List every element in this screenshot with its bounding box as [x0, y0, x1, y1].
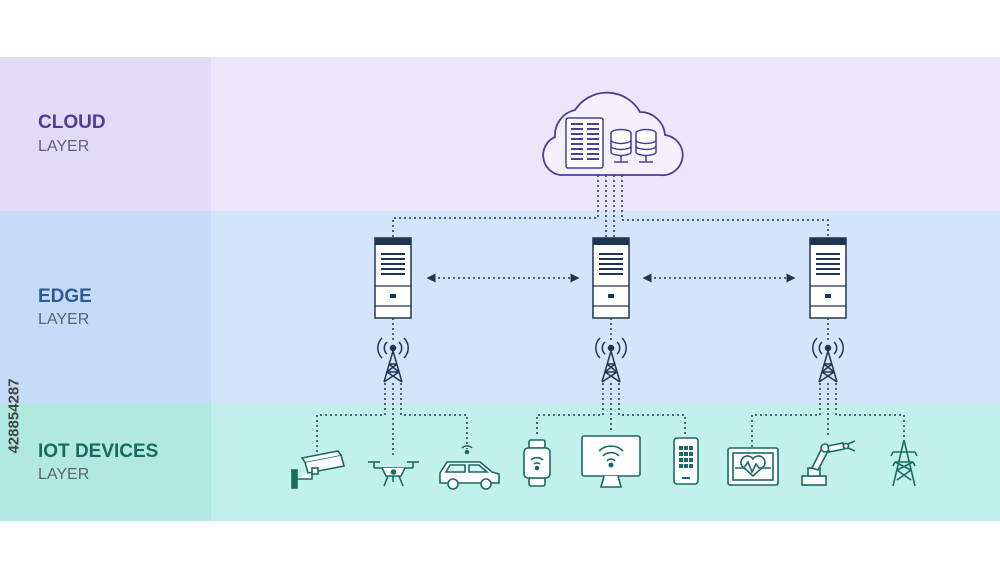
- cell-tower-icon: [812, 337, 844, 383]
- edge-server-icon: [809, 237, 847, 319]
- robot-arm-icon: [801, 440, 856, 486]
- tower-center-to-watch-line: [536, 383, 604, 436]
- smartphone-icon: [673, 437, 699, 485]
- cloud-to-edge-left-line: [392, 175, 599, 238]
- cloud-layer-subtitle: LAYER: [38, 138, 90, 155]
- wifi-monitor-icon: [581, 435, 641, 488]
- tower-left-to-camera-line: [316, 383, 386, 455]
- cloud-layer-title: CLOUD: [38, 112, 106, 133]
- smartwatch-icon: [523, 439, 551, 487]
- security-camera-icon: [291, 450, 345, 489]
- cell-tower-icon: [595, 337, 627, 383]
- edge-layer-subtitle: LAYER: [38, 311, 90, 328]
- cell-tower-icon: [377, 337, 409, 383]
- connection-lines: [316, 175, 905, 458]
- tower-left-to-car-line: [400, 383, 468, 450]
- tower-center-to-phone-line: [618, 383, 686, 436]
- cloud-label-column: [0, 57, 211, 211]
- iot-layer-title: IOT DEVICES: [38, 441, 159, 462]
- iot-label-column: [0, 404, 211, 521]
- tower-right-to-pylon-line: [835, 383, 905, 438]
- server-rack-icon: [565, 117, 604, 169]
- edge-layer-title: EDGE: [38, 286, 92, 307]
- tower-right-to-heart-line: [751, 383, 821, 447]
- power-pylon-icon: [890, 439, 918, 487]
- edge-server-icon: [592, 237, 630, 319]
- edge-label-column: [0, 211, 211, 404]
- iot-layer-subtitle: LAYER: [38, 466, 90, 483]
- edge-server-icon: [374, 237, 412, 319]
- database-icon: [610, 128, 657, 163]
- car-icon: [439, 445, 500, 490]
- heart-monitor-icon: [727, 447, 779, 486]
- cloud-to-edge-right-line: [621, 175, 829, 238]
- drone-icon: [368, 461, 419, 487]
